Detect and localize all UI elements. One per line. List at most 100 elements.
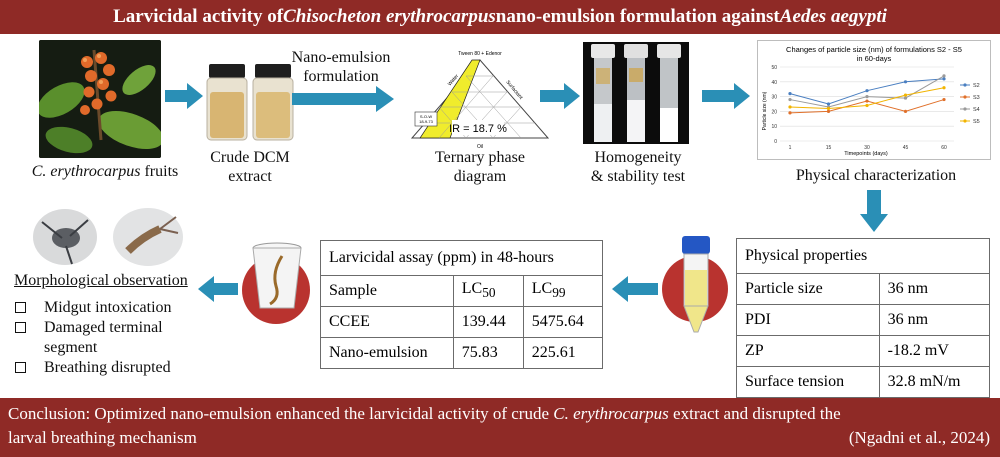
checkbox-icon [15,362,26,373]
particle-size-chart: Changes of particle size (nm) of formula… [757,40,991,160]
chart-xtick-label: 15 [826,145,832,151]
chart-title-part: Changes of particle size (nm) of formula… [786,45,962,54]
assay-col-lc99: LC99 [522,275,604,307]
chart-point [865,103,869,108]
physical-key: PDI [736,304,880,336]
morphology-list: Midgut intoxication Damaged terminal seg… [14,298,214,378]
chart-point [903,93,908,97]
ternary-label-line1: Ternary phase [435,149,525,166]
conclusion-text-a: Conclusion: Optimized nano-emulsion enha… [8,404,554,423]
chart-point [826,102,831,106]
physical-header-row: Physical properties [736,238,990,274]
cup-larva-icon [252,242,302,309]
chart-xtick-label: 60 [941,145,947,151]
conclusion-line1: Conclusion: Optimized nano-emulsion enha… [8,404,841,424]
lc99-sub: 99 [552,285,566,301]
ternary-top-label: Tween 80 + Edenor [458,51,502,57]
crude-label: Crude DCM extract [190,148,310,186]
fruits-photo [39,40,161,158]
assay-column-row: Sample LC50 LC99 [320,275,604,307]
conclusion-line2: larval breathing mechanism [8,428,197,447]
list-item: Midgut intoxication [14,298,214,318]
assay-header-row: Larvicidal assay (ppm) in 48-hours [320,240,603,276]
assay-lc99: 225.61 [522,337,604,369]
chart-legend-label: S2 [973,83,980,89]
chart-ytick-label: 30 [771,95,777,101]
assay-col-sample: Sample [320,275,454,307]
nano-label-line2: formulation [303,68,379,85]
chart-point [903,109,908,113]
ternary-ratio-1: S-O-W [420,114,432,119]
nano-label-line1: Nano-emulsion [291,49,391,66]
falcon-tube-icon [682,236,710,333]
chart-point [788,105,792,109]
chart-ytick-label: 20 [771,109,777,115]
assay-lc99: 5475.64 [522,306,604,338]
fruits-word: fruits [144,163,179,180]
morphology-item: Damaged terminal segment [44,319,163,356]
chart-xlabel: Timepoints (days) [844,151,888,157]
arrow-tube-to-assay [612,276,658,302]
physchar-label: Physical characterization [795,167,957,184]
chart-legend-label: S5 [973,119,980,125]
homogeneity-label-line2: & stability test [590,168,686,185]
chart-point [942,86,946,90]
fruits-species: C. erythrocarpus [31,163,141,180]
chart-xtick-label: 1 [789,145,792,151]
chart-legend-marker [963,107,967,111]
ternary-label-line2: diagram [453,168,507,185]
chart-point [942,77,946,81]
chart-ytick-label: 40 [771,80,777,86]
physical-value: -18.2 mV [878,335,991,367]
assay-header: Larvicidal assay (ppm) in 48-hours [320,240,603,276]
ternary-diagram: S-O-W 18-9-73 IR = 18.7 % Tween 80 + Ede… [410,51,550,150]
assay-sample: Nano-emulsion [320,337,454,369]
ternary-ir-label: IR = 18.7 % [449,123,507,135]
physical-value: 36 nm [878,273,991,305]
chart-ytick-label: 0 [774,139,777,145]
ternary-oil-label: Oil [477,144,483,150]
chart-legend-marker [963,119,967,123]
arrow-homogeneity-to-chart [702,83,750,109]
chart-point [942,74,946,78]
physical-header: Physical properties [736,238,990,274]
lc99-base: LC [531,280,553,298]
list-item: Breathing disrupted [14,358,214,378]
morphology-item: Midgut intoxication [44,299,172,316]
physical-key: ZP [736,335,880,367]
chart-ylabel: Particle size (nm) [762,91,768,130]
larva-micrograph-1 [33,209,97,265]
arrow-ternary-to-homogeneity [540,83,580,109]
test-tubes-photo [583,42,689,144]
arrow-cup-to-morphology [198,276,238,302]
title-part2: nano-emulsion formulation against [495,6,780,27]
chart-point [865,99,869,103]
chart-xtick-label: 45 [903,145,909,151]
checkbox-icon [15,322,26,333]
morphology-title: Morphological observation [14,272,188,289]
list-item: Damaged terminal segment [14,318,214,358]
chart-point [865,89,869,93]
chart-point [942,97,946,102]
homogeneity-label: Homogeneity & stability test [568,148,708,186]
physical-value: 32.8 mN/m [878,366,991,398]
larvicidal-assay-table: Larvicidal assay (ppm) in 48-hours Sampl… [320,240,604,369]
chart-legend-marker [963,83,967,87]
checkbox-icon [15,302,26,313]
crude-label-line1: Crude DCM [210,149,290,166]
physical-key: Particle size [736,273,880,305]
chart-point [788,97,792,102]
conclusion-species: C. erythrocarpus [553,404,669,423]
arrow-chart-to-properties [860,190,888,232]
chart-svg: Changes of particle size (nm) of formula… [762,45,980,157]
larva-micrograph-2 [113,208,183,266]
ternary-label: Ternary phase diagram [410,148,550,186]
assay-lc50: 75.83 [452,337,524,369]
lc50-base: LC [461,280,483,298]
